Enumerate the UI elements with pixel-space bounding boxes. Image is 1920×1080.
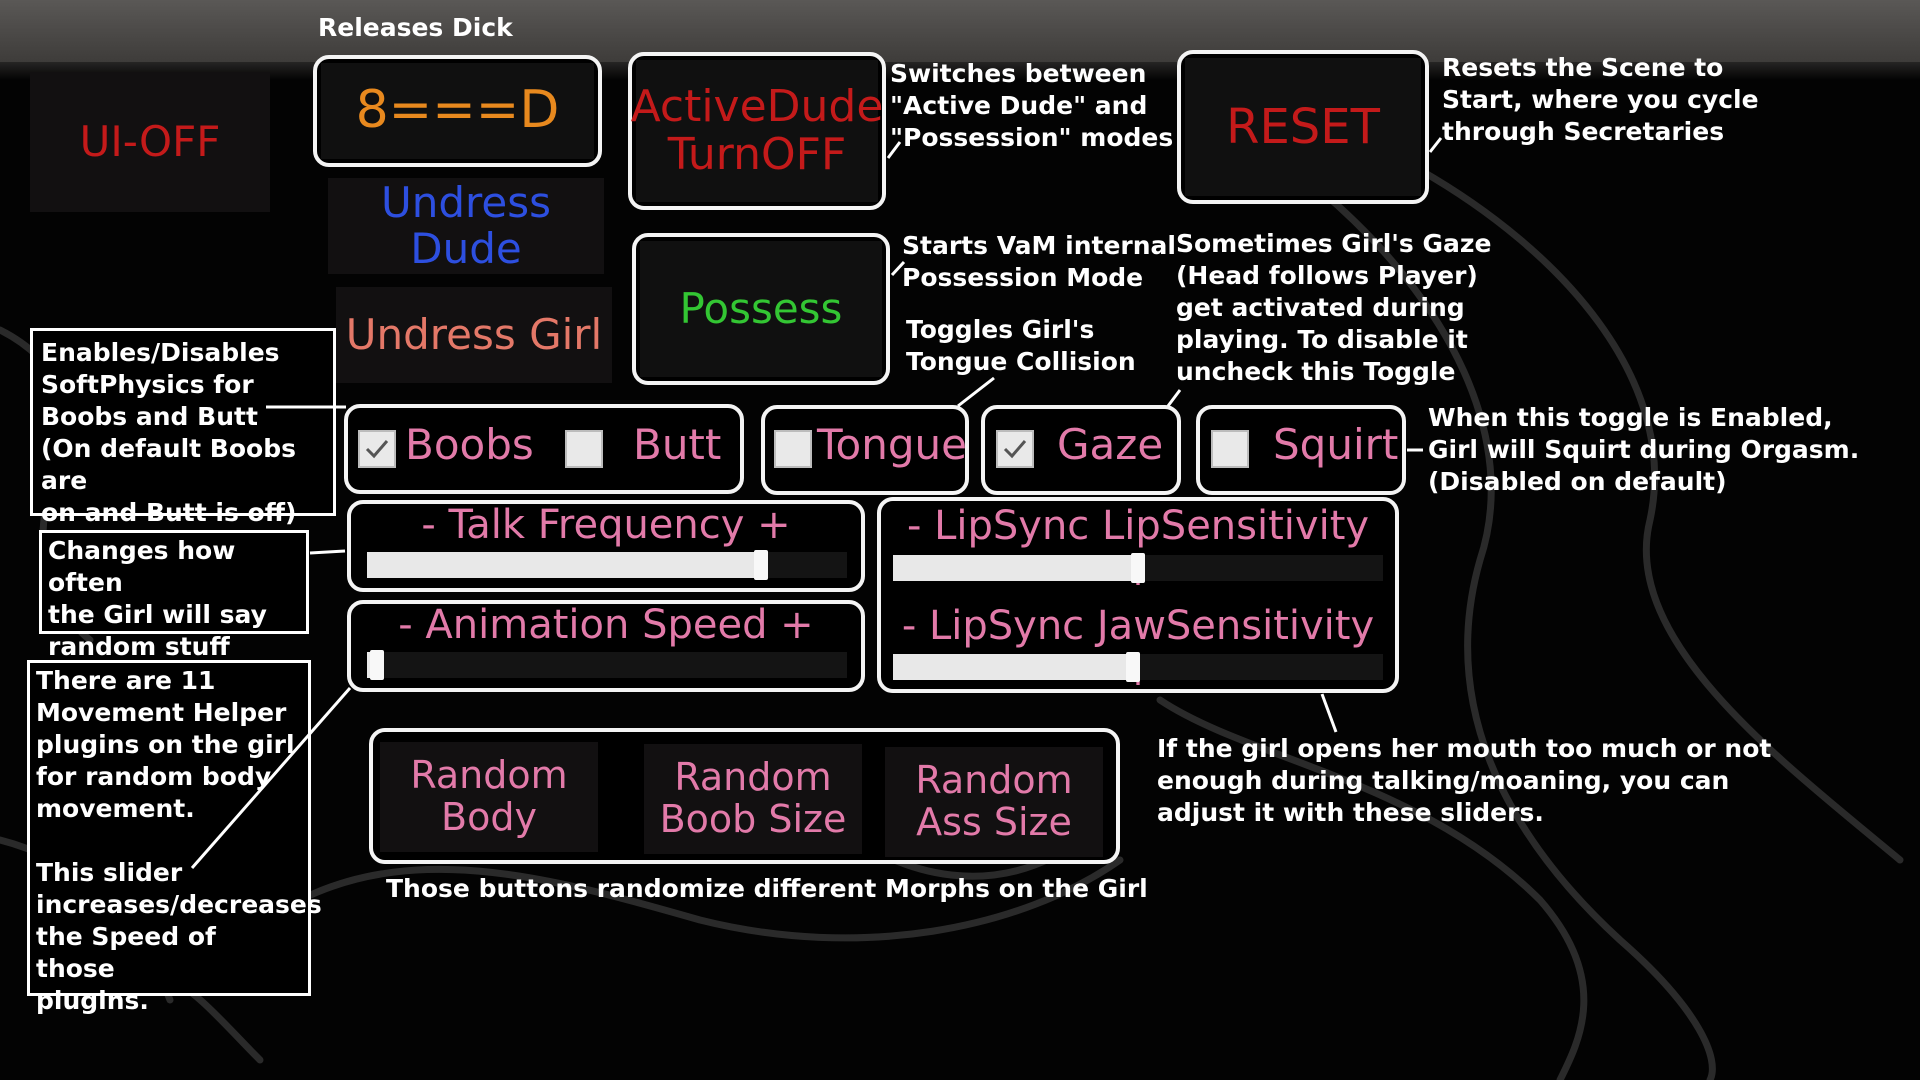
random-ass-size-button[interactable]: Random Ass Size — [885, 747, 1103, 857]
connector-line — [886, 141, 902, 159]
butt-checkbox[interactable] — [565, 430, 603, 468]
annotation-gaze: Sometimes Girl's Gaze (Head follows Play… — [1176, 229, 1492, 386]
annotation-reset: Resets the Scene to Start, where you cyc… — [1442, 53, 1759, 146]
annotation-softphysics-box: Enables/Disables SoftPhysics for Boobs a… — [30, 328, 336, 527]
random-boob-line2: Boob Size — [659, 797, 847, 841]
active-dude-toggle-button[interactable]: ActiveDude TurnOFF — [631, 60, 883, 202]
random-ass-line2: Ass Size — [916, 800, 1072, 844]
talk-frequency-slider[interactable] — [367, 550, 847, 580]
active-dude-line2: TurnOFF — [667, 129, 847, 180]
swirl-line — [1416, 166, 1904, 864]
connector-line — [957, 376, 995, 408]
animation-speed-handle[interactable] — [369, 650, 384, 680]
lip-sensitivity-label: - LipSync LipSensitivity + — [906, 503, 1370, 595]
lip-sensitivity-fill — [893, 555, 1138, 581]
random-ass-line1: Random — [915, 758, 1073, 803]
reset-button[interactable]: RESET — [1185, 58, 1421, 196]
talk-frequency-fill — [367, 552, 761, 578]
annotation-possession: Starts VaM internal Possession Mode — [902, 231, 1176, 292]
annotation-movement-box: There are 11 Movement Helper plugins on … — [27, 660, 322, 1015]
connector-line — [1166, 389, 1182, 407]
random-body-line2: Body — [441, 795, 537, 839]
annotation-softphysics: Enables/Disables SoftPhysics for Boobs a… — [41, 338, 297, 527]
release-dick-button[interactable]: 8===D — [321, 63, 594, 159]
lip-sensitivity-handle[interactable] — [1131, 553, 1145, 583]
swirl-line — [296, 856, 1124, 942]
jaw-sensitivity-slider[interactable] — [893, 652, 1383, 682]
active-dude-line1: ActiveDude — [630, 80, 884, 132]
annotation-movement: There are 11 Movement Helper plugins on … — [36, 666, 322, 1015]
annotation-squirt: When this toggle is Enabled, Girl will S… — [1428, 403, 1860, 496]
checkmark-icon — [1003, 440, 1027, 459]
random-boob-line1: Random — [674, 755, 832, 800]
connector-line — [309, 549, 346, 555]
random-body-button[interactable]: Random Body — [380, 742, 598, 852]
jaw-sensitivity-fill — [893, 654, 1134, 680]
boobs-toggle-label: Boobs — [405, 420, 534, 469]
gaze-checkbox[interactable] — [996, 430, 1034, 468]
swirl-line — [1316, 186, 1716, 1080]
butt-toggle-label: Butt — [633, 420, 722, 469]
tongue-checkbox[interactable] — [774, 430, 812, 468]
annotation-talk: Changes how often the Girl will say rand… — [48, 536, 267, 661]
random-boob-size-button[interactable]: Random Boob Size — [644, 744, 862, 854]
random-body-line1: Random — [410, 753, 568, 798]
squirt-checkbox[interactable] — [1211, 430, 1249, 468]
annotation-tongue: Toggles Girl's Tongue Collision — [906, 315, 1136, 376]
annotation-releases-dick: Releases Dick — [318, 13, 513, 42]
softphysics-toggle-group — [344, 404, 744, 494]
annotation-random: Those buttons randomize different Morphs… — [386, 874, 1148, 903]
connector-line — [1320, 693, 1338, 733]
connector-line — [190, 687, 352, 869]
boobs-checkbox[interactable] — [358, 430, 396, 468]
annotation-talk-box: Changes how often the Girl will say rand… — [39, 530, 309, 661]
floor-edge-background — [0, 0, 1920, 62]
connector-line — [1428, 137, 1443, 153]
lip-sensitivity-slider[interactable] — [893, 553, 1383, 583]
animation-speed-slider[interactable] — [367, 650, 847, 680]
possess-button[interactable]: Possess — [640, 241, 882, 377]
checkmark-icon — [365, 440, 389, 459]
gaze-toggle-label: Gaze — [1057, 420, 1164, 469]
talk-frequency-label: - Talk Frequency + — [421, 502, 791, 548]
ui-off-button[interactable]: UI-OFF — [30, 72, 270, 212]
tongue-toggle-label: Tongue — [817, 420, 967, 469]
annotation-active-dude: Switches between "Active Dude" and "Poss… — [890, 59, 1174, 152]
connector-line — [890, 260, 906, 277]
animation-speed-label: - Animation Speed + — [398, 602, 814, 648]
talk-frequency-handle[interactable] — [753, 550, 768, 580]
undress-dude-button[interactable]: Undress Dude — [328, 178, 604, 274]
annotation-lipsync: If the girl opens her mouth too much or … — [1157, 734, 1772, 827]
squirt-toggle-label: Squirt — [1273, 420, 1399, 469]
undress-girl-button[interactable]: Undress Girl — [336, 287, 612, 383]
jaw-sensitivity-handle[interactable] — [1126, 652, 1141, 682]
swirl-line — [1156, 696, 1588, 1080]
